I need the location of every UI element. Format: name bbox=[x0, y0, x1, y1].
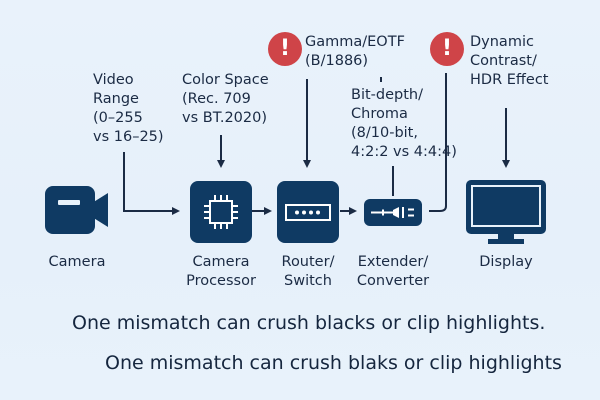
monitor-icon bbox=[466, 180, 546, 244]
display-label-text: Display bbox=[479, 254, 533, 270]
camera-processor-label-text: Processor bbox=[186, 273, 256, 289]
camera-processor-label: Camera Processor bbox=[171, 253, 271, 291]
bit-depth-label: Bit-depth/ Chroma (8/10-bit, 4:2:2 vs 4:… bbox=[351, 86, 457, 162]
dynamic-line: Contrast/ bbox=[470, 53, 537, 69]
color-space-label: Color Space (Rec. 709 vs BT.2020) bbox=[182, 71, 269, 128]
chip-icon bbox=[204, 195, 238, 229]
video-range-line: Video bbox=[93, 72, 134, 88]
footer-line-2: One mismatch can crush blaks or clip hig… bbox=[105, 352, 562, 374]
color-space-line: vs BT.2020) bbox=[182, 110, 267, 126]
dynamic-line: HDR Effect bbox=[470, 72, 549, 88]
camera-label: Camera bbox=[44, 253, 110, 272]
extender-converter-label: Extender/ Converter bbox=[343, 253, 443, 291]
extender-label-text: Extender/ bbox=[357, 254, 429, 270]
video-range-line: (0–255 bbox=[93, 110, 143, 126]
gamma-warning-icon: ! bbox=[268, 32, 302, 66]
connector-icon bbox=[371, 207, 414, 218]
router-icon bbox=[285, 204, 331, 221]
camera-label-text: Camera bbox=[48, 254, 106, 270]
video-camera-icon bbox=[45, 186, 108, 234]
color-space-line: (Rec. 709 bbox=[182, 91, 251, 107]
gamma-line: Gamma/EOTF bbox=[305, 34, 405, 50]
video-range-line: vs 16–25) bbox=[93, 129, 164, 145]
bit-depth-line: 4:2:2 vs 4:4:4) bbox=[351, 144, 457, 160]
camera-processor-node bbox=[190, 181, 252, 243]
footer-line-1: One mismatch can crush blacks or clip hi… bbox=[72, 312, 546, 334]
extender-label-text: Converter bbox=[356, 273, 430, 289]
dynamic-contrast-label: Dynamic Contrast/ HDR Effect bbox=[470, 33, 548, 90]
video-range-label: Video Range (0–255 vs 16–25) bbox=[93, 71, 164, 147]
router-switch-label: Router/ Switch bbox=[258, 253, 358, 291]
router-label-text: Router/ bbox=[281, 254, 335, 270]
dynamic-line: Dynamic bbox=[470, 34, 534, 50]
gamma-line: (B/1886) bbox=[305, 53, 369, 69]
bit-depth-line: (8/10-bit, bbox=[351, 125, 418, 141]
video-range-arrow bbox=[123, 152, 180, 215]
video-range-line: Range bbox=[93, 91, 139, 107]
gamma-label: Gamma/EOTF (B/1886) bbox=[305, 33, 405, 71]
bit-depth-line: Chroma bbox=[351, 106, 408, 122]
display-label: Display bbox=[456, 253, 556, 272]
color-space-line: Color Space bbox=[182, 72, 269, 88]
router-switch-node bbox=[277, 181, 339, 243]
extender-converter-node bbox=[364, 199, 422, 226]
router-label-text: Switch bbox=[284, 273, 332, 289]
bit-depth-line: Bit-depth/ bbox=[351, 87, 423, 103]
camera-processor-label-text: Camera bbox=[192, 254, 250, 270]
dynamic-contrast-line bbox=[429, 73, 447, 212]
dynamic-warning-icon: ! bbox=[430, 32, 464, 66]
